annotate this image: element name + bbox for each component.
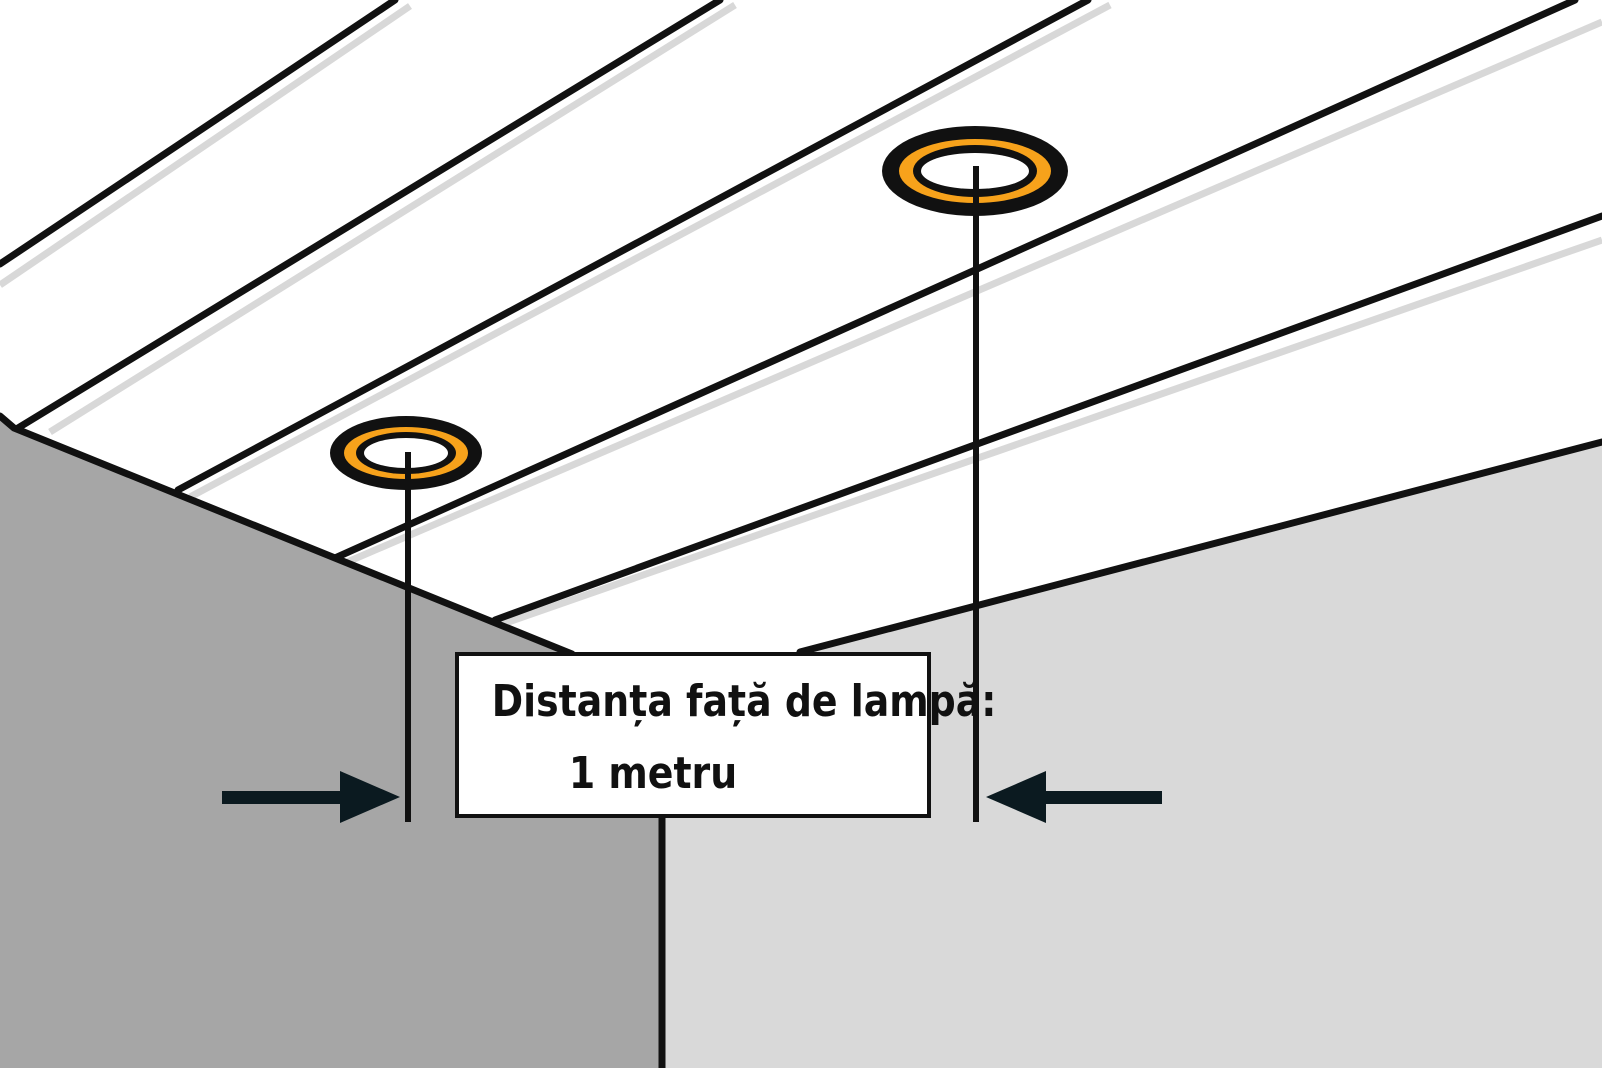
distance-label-title: Distanța față de lampă: xyxy=(491,676,997,727)
ceiling-stripes xyxy=(0,0,1602,624)
right-wall xyxy=(662,442,1602,1068)
wall-edges xyxy=(0,412,1602,1068)
distance-label-box: Distanța față de lampă: 1 metru xyxy=(455,652,997,818)
arrow-right-icon xyxy=(222,771,400,823)
distance-label-value: 1 metru xyxy=(568,748,738,799)
measurement-lines xyxy=(405,166,979,822)
arrow-left-icon xyxy=(986,771,1162,823)
left-wall xyxy=(0,418,662,1068)
